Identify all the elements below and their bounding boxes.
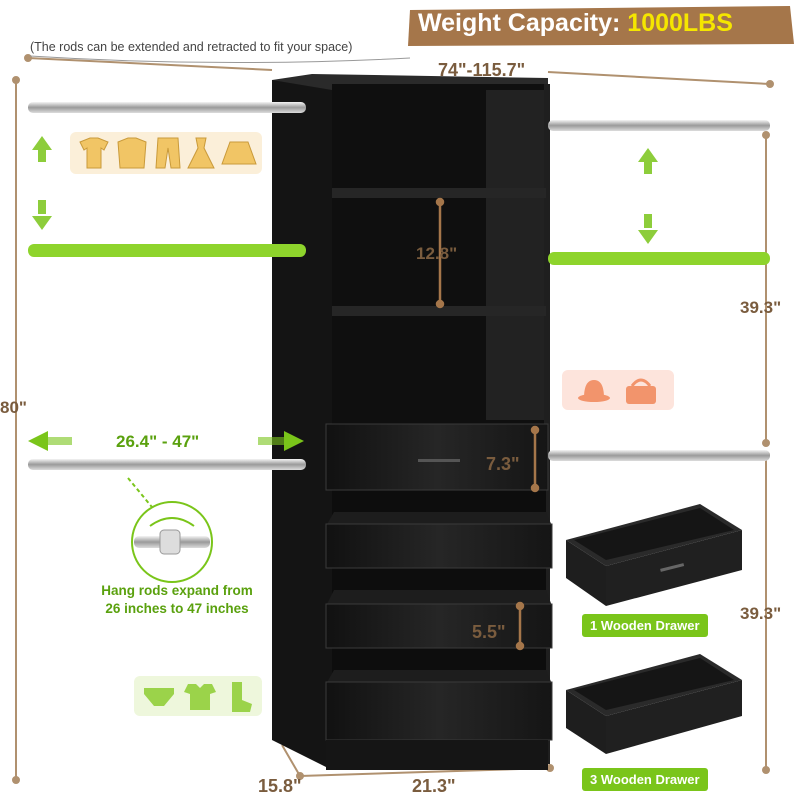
capacity-banner-shape [408, 6, 794, 46]
lower-side-height-label: 39.3" [740, 604, 782, 623]
jacket-icon [117, 137, 147, 169]
unit-width-label: 21.3" [412, 776, 456, 796]
shelf-gap-label: 12.8" [416, 244, 458, 263]
top-drawer-height-label: 7.3" [486, 454, 520, 474]
closet-tower [272, 74, 553, 770]
upper-side-height-label: 39.3" [740, 298, 782, 317]
hang-rods-text: Hang rods expand from 26 inches to 47 in… [82, 582, 272, 618]
total-width-label: 74"-115.7" [438, 60, 526, 80]
dress-icon [187, 137, 215, 169]
three-drawer-badge: 3 Wooden Drawer [582, 768, 708, 791]
top-drawer-arrow [530, 425, 540, 493]
clothes-card [70, 132, 262, 174]
rod-span-arrows [28, 431, 304, 451]
total-height-label: 80" [0, 398, 27, 417]
shelf-gap-arrow [435, 197, 445, 309]
lower-drawer-arrow [515, 601, 525, 651]
onesie-icon [184, 684, 216, 710]
handbag-icon [626, 378, 656, 404]
weight-capacity-value: 1000LBS [627, 9, 733, 37]
depth-label: 15.8" [258, 776, 302, 796]
skirt-icon [221, 141, 257, 165]
rod-span-label: 26.4" - 47" [116, 432, 200, 451]
sock-icon [232, 682, 252, 712]
one-drawer-badge: 1 Wooden Drawer [582, 614, 708, 637]
adjust-arrows [32, 136, 658, 244]
three-drawer-illustration [566, 654, 742, 754]
single-drawer-illustration [566, 504, 742, 606]
weight-capacity: Weight Capacity: 1000LBS [418, 9, 733, 38]
rods [28, 102, 770, 470]
hang-rods-line1: Hang rods expand from [101, 583, 253, 598]
total-width-line [24, 54, 774, 88]
lower-drawer-height-label: 5.5" [472, 622, 506, 642]
rods-extend-note: (The rods can be extended and retracted … [30, 40, 353, 54]
rod-zoom-circle [131, 501, 213, 583]
shirt-icon [79, 137, 109, 169]
underwear-icon [144, 688, 174, 706]
weight-capacity-label: Weight Capacity: [418, 9, 621, 37]
hat-icon [578, 380, 610, 402]
accessories-card [562, 370, 674, 410]
height-line [12, 76, 20, 784]
pants-icon [155, 137, 181, 169]
hang-rods-line2: 26 inches to 47 inches [105, 601, 249, 616]
baby-clothes-card [134, 676, 262, 716]
